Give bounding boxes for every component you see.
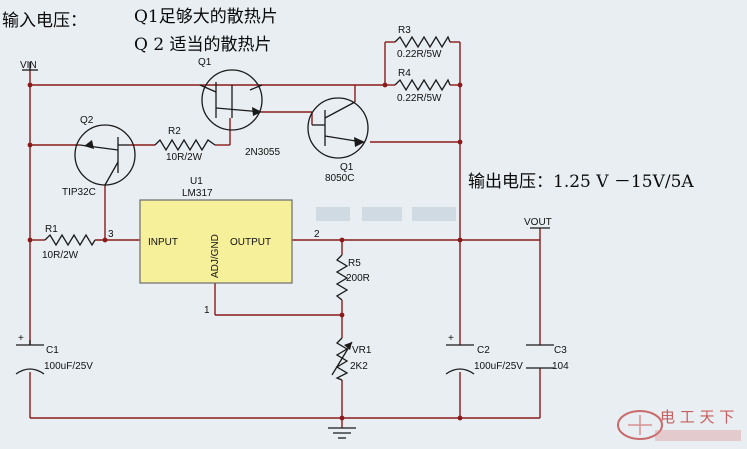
- output-voltage-note: 输出电压：1.25 V －15V/5A: [468, 172, 694, 192]
- q2-part: TIP32C: [62, 187, 96, 198]
- u1-ref: U1: [190, 176, 203, 187]
- junction-dots: [27, 82, 463, 421]
- vr1-value: 2K2: [350, 361, 368, 372]
- c1-ref: C1: [46, 345, 59, 356]
- r3-ref: R3: [398, 25, 411, 36]
- vin-port: VIN: [20, 60, 38, 71]
- q2-ref: Q2: [80, 115, 94, 126]
- vout-label: VOUT: [524, 217, 552, 228]
- potentiometer-vr1: VR1 2K2: [331, 337, 372, 381]
- blurred-watermark-blocks: [316, 207, 456, 221]
- r1-ref: R1: [45, 224, 58, 235]
- c2-value: 100uF/25V: [474, 361, 523, 372]
- resistor-r1: R1 10R/2W: [42, 224, 96, 261]
- r5-value: 200R: [346, 273, 370, 284]
- q1-heatsink-note: Q1足够大的散热片: [134, 7, 278, 27]
- c2-polarity: +: [448, 333, 454, 344]
- transistor-q2-tip32c: Q2 TIP32C: [62, 115, 136, 198]
- q1-top-ref: Q1: [198, 57, 212, 68]
- c1-value: 100uF/25V: [44, 361, 93, 372]
- u1-pin-adj: ADJ/GND: [210, 234, 221, 278]
- r2-value: 10R/2W: [166, 152, 203, 163]
- c2-ref: C2: [477, 345, 490, 356]
- c1-polarity: +: [18, 333, 24, 344]
- r4-value: 0.22R/5W: [397, 93, 442, 104]
- c3-value: 104: [552, 361, 569, 372]
- ic-u1-lm317: INPUT OUTPUT ADJ/GND 3 2 1 U1 LM317: [108, 176, 320, 316]
- c3-ref: C3: [554, 345, 567, 356]
- capacitor-c2: + C2 100uF/25V: [445, 333, 523, 375]
- q2-heatsink-note: Q 2 适当的散热片: [134, 35, 272, 55]
- resistor-r5: R5 200R: [335, 254, 370, 301]
- q1-top-part: 2N3055: [245, 147, 280, 158]
- r1-value: 10R/2W: [42, 250, 79, 261]
- q1-second-part: 8050C: [325, 173, 354, 184]
- ground-symbol: [328, 427, 356, 439]
- u1-pin2-number: 2: [314, 229, 320, 240]
- u1-pin-output: OUTPUT: [230, 237, 271, 248]
- vin-label: VIN: [20, 60, 37, 71]
- capacitor-c3: C3 104: [526, 344, 569, 372]
- resistor-r2: R2 10R/2W: [154, 126, 216, 163]
- u1-pin-input: INPUT: [148, 237, 178, 248]
- q1-second-ref: Q1: [340, 162, 354, 173]
- input-voltage-note: 输入电压：: [2, 11, 87, 31]
- vout-port: VOUT: [524, 217, 552, 229]
- transistor-q1-2n3055: Q1 2N3055: [198, 57, 280, 158]
- r4-ref: R4: [398, 68, 411, 79]
- resistor-r4: R4 0.22R/5W: [394, 68, 451, 104]
- wires: [29, 41, 541, 428]
- vr1-ref: VR1: [352, 345, 372, 356]
- capacitor-c1: + C1 100uF/25V: [15, 333, 93, 375]
- r3-value: 0.22R/5W: [397, 49, 442, 60]
- r5-ref: R5: [348, 258, 361, 269]
- r2-ref: R2: [168, 126, 181, 137]
- u1-pin3-number: 3: [108, 229, 114, 240]
- site-logo-watermark: 电 工 天 下: [617, 408, 741, 441]
- watermark-title: 电 工 天 下: [660, 408, 734, 426]
- resistor-r3: R3 0.22R/5W: [394, 25, 451, 60]
- u1-pin1-number: 1: [204, 305, 210, 316]
- u1-part: LM317: [182, 188, 213, 199]
- transistor-q1-8050c: Q1 8050C: [307, 97, 369, 184]
